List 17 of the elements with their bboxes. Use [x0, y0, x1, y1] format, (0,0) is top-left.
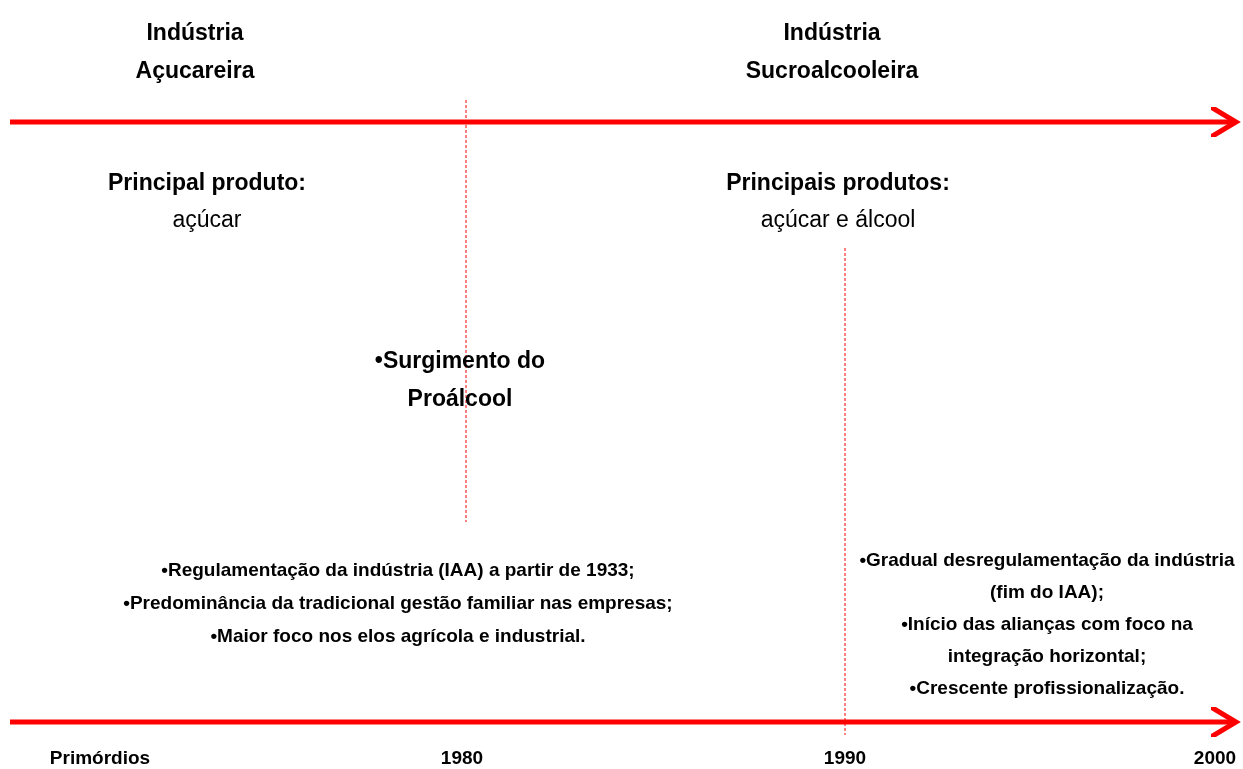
- axis-label: 2000: [1193, 746, 1237, 769]
- bullet-text: •Início das alianças com foco na integração horizontal;: [900, 612, 1194, 668]
- event-text: •Surgimento do Proálcool: [373, 346, 547, 413]
- bullet-text: •Crescente profissionalização.: [909, 676, 1185, 700]
- axis-label: 1980: [440, 746, 484, 769]
- section-heading: Indústria Sucroalcooleira: [744, 18, 920, 85]
- product-heading: Principais produtos:: [726, 168, 950, 197]
- bullet-text: •Gradual desregulamentação da indústria (fim do IAA);: [858, 548, 1236, 604]
- product-text: açúcar e álcool: [760, 205, 916, 234]
- axis-label: Primórdios: [49, 746, 151, 769]
- product-heading: Principal produto:: [107, 168, 307, 197]
- section-heading: Indústria Açucareira: [134, 18, 256, 85]
- bullet-text: •Regulamentação da indústria (IAA) a partir de 1933;: [161, 558, 635, 582]
- product-text: açúcar: [172, 205, 242, 234]
- bullet-text: •Predominância da tradicional gestão familiar nas empresas;: [123, 591, 673, 615]
- axis-label: 1990: [823, 746, 867, 769]
- bullet-text: •Maior foco nos elos agrícola e industrial.: [210, 624, 586, 648]
